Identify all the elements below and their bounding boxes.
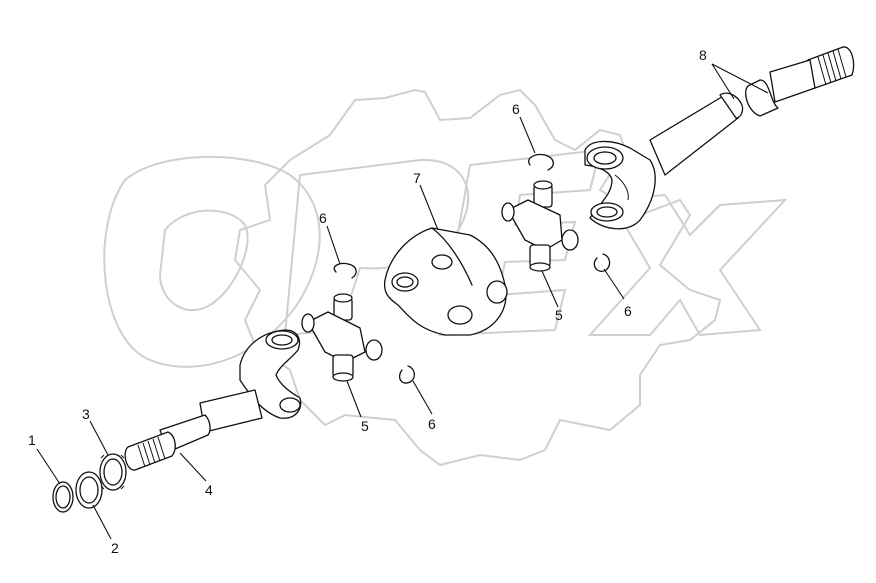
callout-5-upper: 5 xyxy=(555,307,563,323)
universal-joint-cross-lower xyxy=(301,293,383,382)
callout-1: 1 xyxy=(28,432,36,448)
callout-6-lower-top: 6 xyxy=(319,210,327,226)
snap-ring-lower-side xyxy=(398,365,415,384)
axle-shaft-right xyxy=(649,46,855,176)
snap-ring-end xyxy=(52,481,74,513)
callout-5-lower: 5 xyxy=(361,418,369,434)
yoke-right xyxy=(584,140,656,230)
retaining-ring-with-tabs xyxy=(99,453,127,491)
universal-joint-cross-upper xyxy=(501,180,579,272)
snap-ring-upper-side xyxy=(593,253,611,272)
callout-7: 7 xyxy=(413,170,421,186)
callout-4: 4 xyxy=(205,482,213,498)
callout-2: 2 xyxy=(111,540,119,556)
axle-shaft-left xyxy=(124,389,263,471)
leader-lines xyxy=(36,63,769,540)
callout-6-lower-side: 6 xyxy=(428,416,436,432)
washer-outer xyxy=(75,471,103,509)
callout-6-upper-top: 6 xyxy=(512,101,520,117)
gear-logo-watermark xyxy=(233,88,722,467)
snap-ring-upper-top xyxy=(528,153,554,171)
callout-3: 3 xyxy=(82,406,90,422)
callout-8: 8 xyxy=(699,47,707,63)
center-coupler xyxy=(383,227,508,336)
callout-6-upper-side: 6 xyxy=(624,303,632,319)
opex-watermark xyxy=(103,148,788,368)
snap-ring-lower-top xyxy=(333,262,357,279)
